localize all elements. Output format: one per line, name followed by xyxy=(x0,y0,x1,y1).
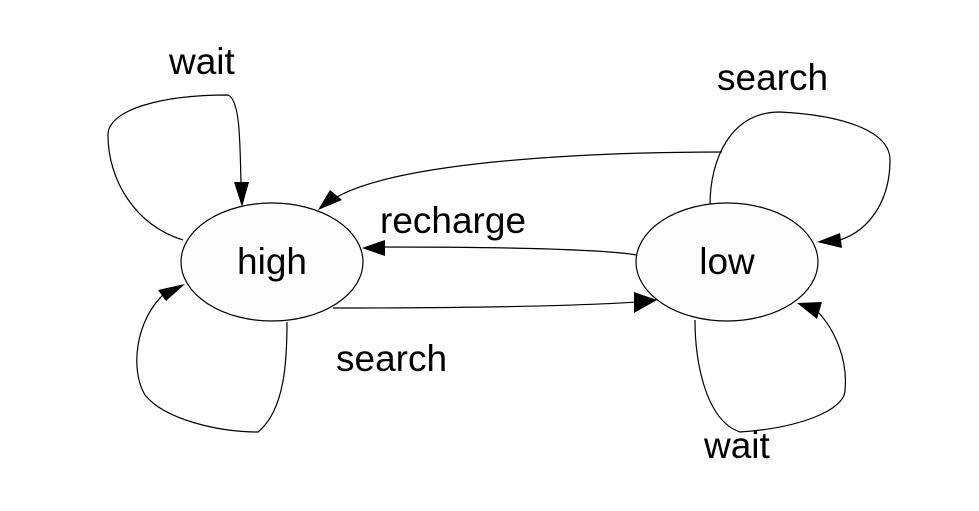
arrow-high-to-low-search xyxy=(634,292,657,313)
label-low-search-loop: search xyxy=(717,57,828,98)
arrow-low-to-high-search xyxy=(318,190,342,210)
label-high-to-low-search: search xyxy=(336,338,447,379)
node-low[interactable] xyxy=(635,202,819,322)
arrow-low-to-high-recharge xyxy=(362,240,385,256)
label-low-wait-loop: wait xyxy=(703,425,771,466)
arrow-high-wait-loop xyxy=(234,182,249,207)
edge-high-wait-loop xyxy=(107,94,242,241)
edge-low-wait-loop xyxy=(694,311,847,433)
edge-low-to-high-search xyxy=(334,151,723,199)
node-low-label: low xyxy=(699,241,755,282)
label-high-wait-loop: wait xyxy=(168,41,236,82)
node-high[interactable] xyxy=(180,202,364,322)
edge-high-bottom-loop xyxy=(136,292,288,433)
label-low-to-high-recharge: recharge xyxy=(380,200,526,241)
arrow-low-search-loop xyxy=(817,233,842,248)
edge-low-search-loop xyxy=(709,111,891,241)
arrow-high-bottom-loop xyxy=(158,284,185,301)
node-high-label: high xyxy=(237,241,307,282)
edge-high-to-low-search xyxy=(332,301,638,309)
arrow-low-wait-loop xyxy=(797,302,822,319)
edge-low-to-high-recharge xyxy=(379,246,638,256)
